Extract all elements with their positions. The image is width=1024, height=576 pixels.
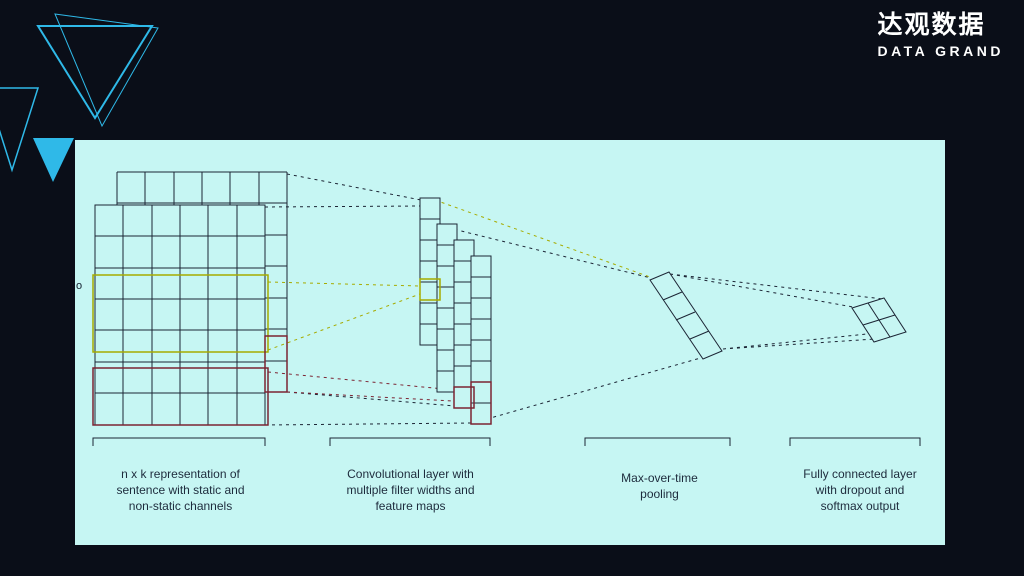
connection-lines — [264, 173, 906, 426]
caption-line: softmax output — [820, 499, 900, 514]
caption-line: Max-over-time — [621, 471, 698, 485]
triangle-outline-rotated — [54, 13, 159, 128]
conv-feature-maps — [419, 197, 492, 425]
triangle-outline-edge — [0, 87, 40, 173]
maroon-feature-cell-2 — [470, 381, 492, 425]
conv-column-4-cells — [471, 276, 491, 404]
caption-line: multiple filter widths and — [346, 483, 475, 498]
conv-column-1-cells — [420, 218, 440, 325]
caption-line: sentence with static and — [116, 483, 245, 498]
front-channel-grid — [94, 204, 266, 426]
filter-highlights — [92, 274, 492, 426]
yellow-filter-window — [92, 274, 269, 353]
caption-sentence-matrix: n x k representation of sentence with st… — [93, 466, 268, 515]
triangle-outline-large — [36, 25, 154, 120]
fc-cells — [862, 302, 896, 338]
maroon-feature-cell-1 — [453, 386, 475, 409]
fc-output-grid — [851, 297, 907, 343]
maroon-filter-window — [92, 367, 269, 426]
caption-line: feature maps — [375, 499, 446, 514]
caption-line: Convolutional layer with — [347, 467, 474, 481]
left-edge-glyph: o — [76, 280, 83, 292]
logo-english: DATA GRAND — [877, 42, 1004, 59]
cnn-architecture-diagram — [92, 171, 921, 446]
triangle-decorations — [0, 13, 159, 182]
logo: 达观数据 DATA GRAND — [877, 11, 1004, 59]
sentence-matrix — [94, 171, 288, 426]
pooling-cells — [662, 291, 710, 340]
caption-max-pooling: Max-over-time pooling — [587, 470, 732, 502]
logo-chinese: 达观数据 — [877, 11, 986, 39]
diagram-panel: o n x k representation of sentence with … — [75, 140, 945, 545]
conv-column-3-cells — [454, 260, 474, 388]
connection-lines-black — [264, 173, 906, 426]
triangle-solid — [33, 138, 74, 182]
caption-line: n x k representation of — [121, 467, 240, 481]
caption-line: with dropout and — [815, 483, 905, 498]
caption-line: Fully connected layer — [803, 467, 917, 481]
maroon-channel-strip — [264, 335, 288, 393]
caption-conv-layer: Convolutional layer with multiple filter… — [323, 466, 498, 515]
yellow-feature-cell — [419, 278, 441, 301]
conv-column-2-cells — [437, 244, 457, 372]
connection-lines-yellow — [267, 199, 651, 351]
caption-line: non-static channels — [128, 499, 233, 514]
max-pooling-strip — [649, 271, 723, 360]
caption-line: pooling — [640, 487, 679, 502]
connection-lines-maroon — [267, 371, 472, 403]
caption-fc-layer: Fully connected layer with dropout and s… — [780, 466, 940, 515]
conv-column-1 — [419, 197, 441, 346]
caption-brackets — [92, 437, 921, 446]
